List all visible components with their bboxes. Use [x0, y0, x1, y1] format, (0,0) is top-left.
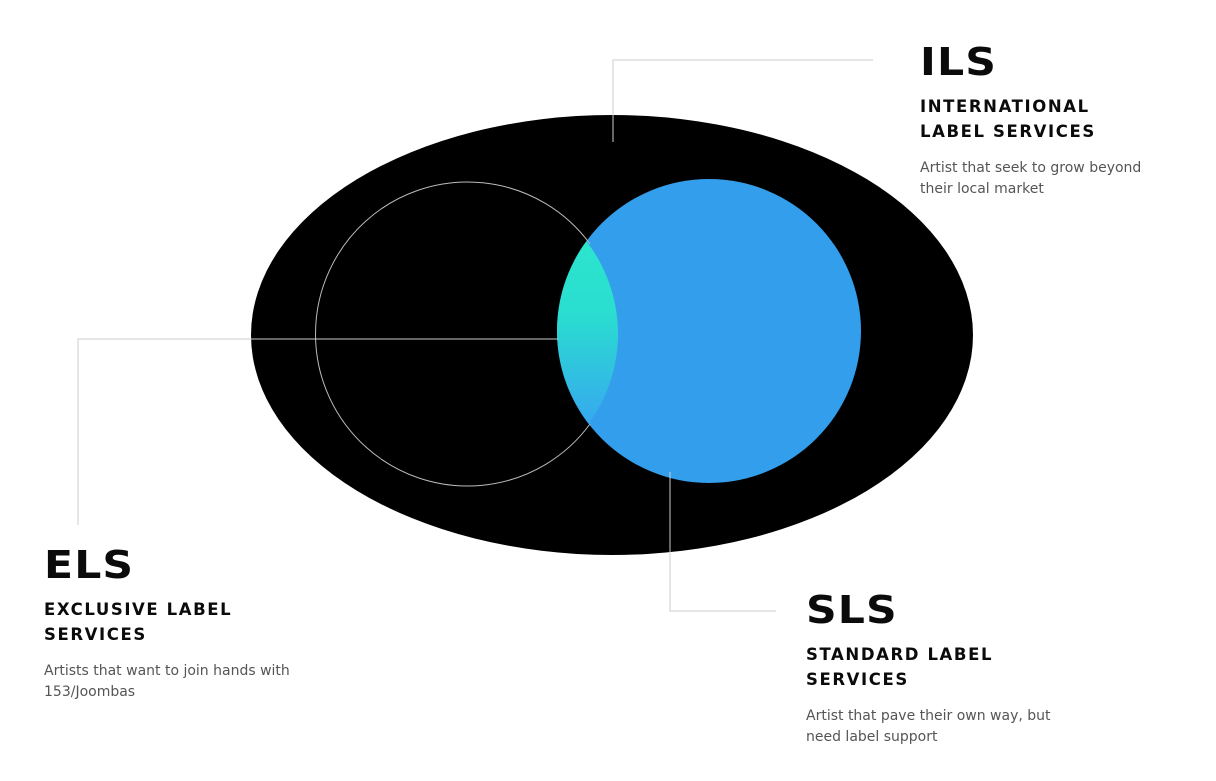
sls-leader-line	[669, 472, 776, 612]
sls-circle	[557, 179, 861, 483]
sls-description-line2: need label support	[806, 729, 938, 745]
els-leader-line	[77, 338, 558, 525]
ils-description-line2: their local market	[920, 181, 1044, 197]
sls-fullname-line1: STANDARD LABEL	[806, 645, 994, 664]
sls-fullname-line2: SERVICES	[806, 670, 909, 689]
ils-leader-line	[612, 59, 873, 142]
ils-fullname: INTERNATIONAL LABEL SERVICES	[920, 94, 1141, 144]
els-circle-outline	[315, 181, 591, 487]
els-label: ELS EXCLUSIVE LABEL SERVICES Artists tha…	[44, 545, 290, 703]
ils-acronym: ILS	[920, 40, 997, 84]
sls-acronym: SLS	[806, 588, 898, 632]
ils-fullname-line1: INTERNATIONAL	[920, 97, 1090, 116]
els-acronym: ELS	[44, 543, 135, 587]
sls-fullname: STANDARD LABEL SERVICES	[806, 642, 1051, 692]
els-fullname-line2: SERVICES	[44, 625, 147, 644]
els-description: Artists that want to join hands with 153…	[44, 661, 290, 703]
ils-description: Artist that seek to grow beyond their lo…	[920, 158, 1141, 200]
els-fullname-line1: EXCLUSIVE LABEL	[44, 600, 233, 619]
sls-description-line1: Artist that pave their own way, but	[806, 708, 1051, 724]
ils-label: ILS INTERNATIONAL LABEL SERVICES Artist …	[920, 42, 1141, 200]
els-description-line1: Artists that want to join hands with	[44, 663, 290, 679]
els-fullname: EXCLUSIVE LABEL SERVICES	[44, 597, 290, 647]
ils-fullname-line2: LABEL SERVICES	[920, 122, 1096, 141]
ils-description-line1: Artist that seek to grow beyond	[920, 160, 1142, 176]
sls-label: SLS STANDARD LABEL SERVICES Artist that …	[806, 590, 1051, 748]
els-description-line2: 153/Joombas	[44, 684, 136, 700]
sls-description: Artist that pave their own way, but need…	[806, 706, 1051, 748]
